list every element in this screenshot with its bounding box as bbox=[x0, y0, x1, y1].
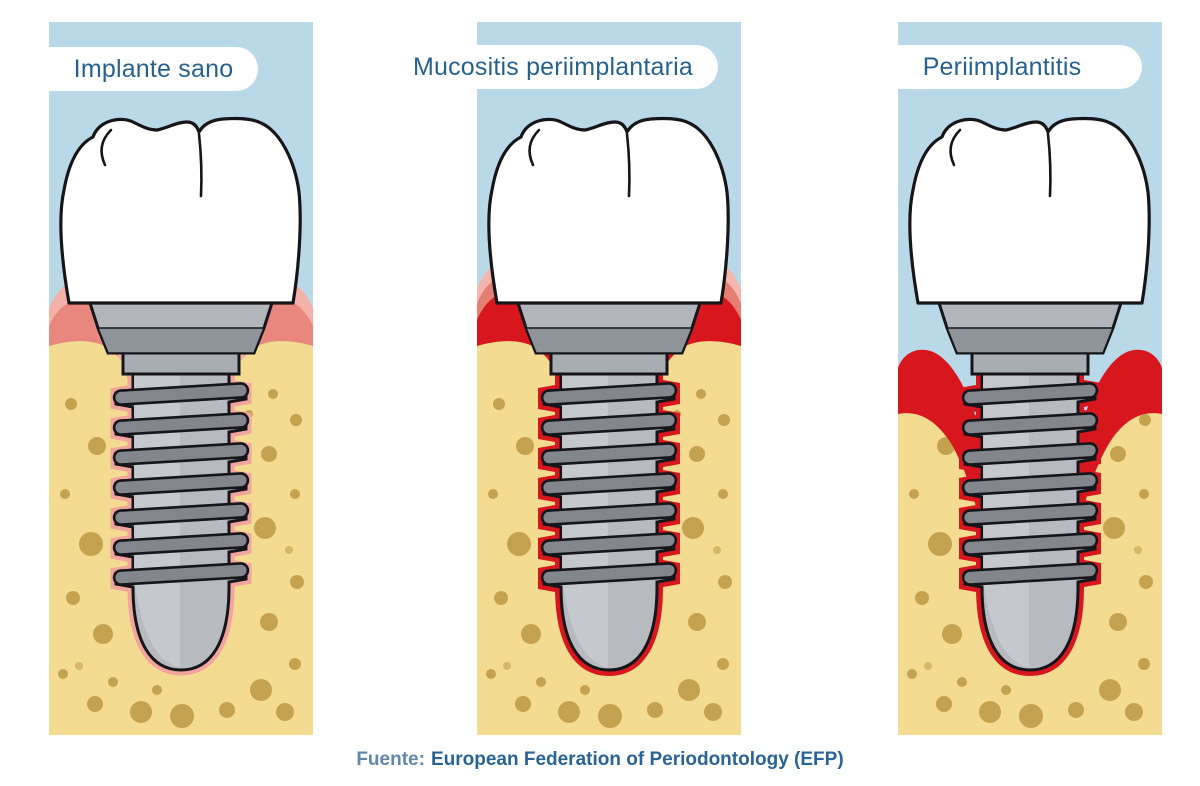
label-periimplantitis: Periimplantitis bbox=[862, 45, 1142, 89]
panel-label: Implante sano bbox=[73, 54, 234, 83]
panel-label: Mucositis periimplantaria bbox=[412, 52, 694, 81]
panel-illustration-periimplantitis bbox=[898, 22, 1162, 735]
source-credit-label: Fuente: bbox=[356, 749, 425, 770]
implant-stages-illustration bbox=[49, 22, 1162, 735]
source-credit-text: European Federation of Periodontology (E… bbox=[430, 749, 844, 770]
panel-illustration-healthy bbox=[49, 22, 313, 735]
label-implante-sano: Implante sano bbox=[49, 47, 258, 91]
label-mucositis-periimplantaria: Mucositis periimplantaria bbox=[388, 45, 718, 89]
panel-illustration-mucositis bbox=[477, 22, 741, 735]
panel-label: Periimplantitis bbox=[922, 52, 1082, 81]
source-credit: Fuente:European Federation of Periodonto… bbox=[0, 749, 1200, 771]
